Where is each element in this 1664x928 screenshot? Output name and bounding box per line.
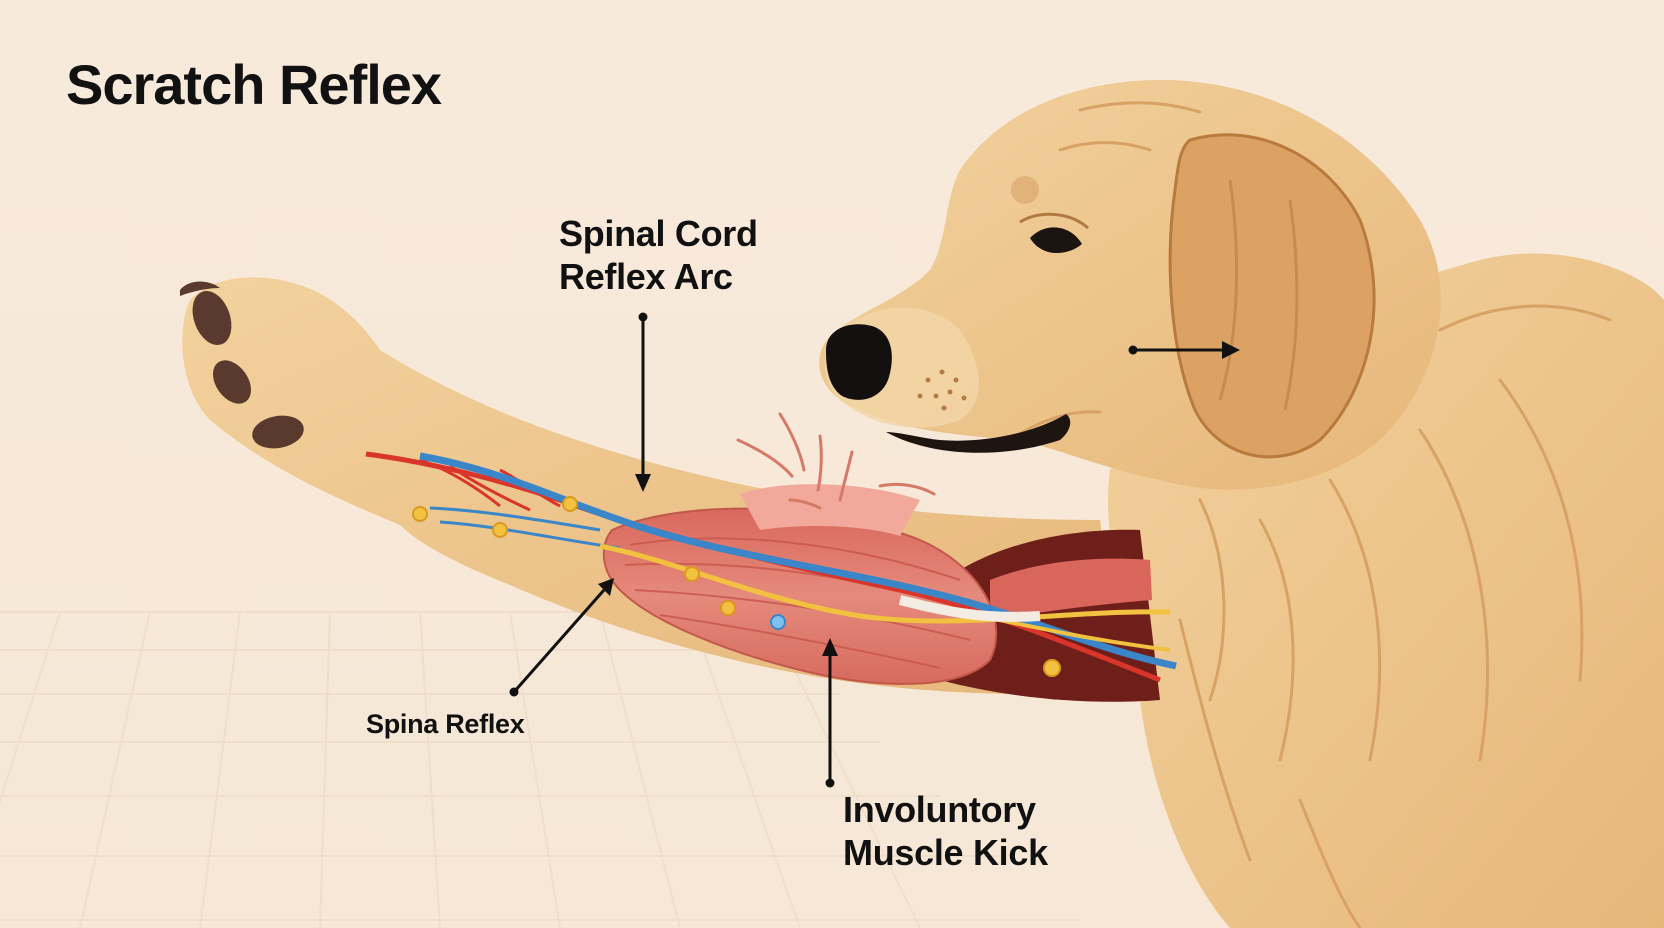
eyebrow <box>1019 212 1089 230</box>
label-line: Muscle Kick <box>843 832 1048 873</box>
pointer-reflex-arc <box>635 312 651 492</box>
nerve-nodes <box>412 496 1061 677</box>
ear-fur-line <box>1283 199 1299 411</box>
floor-grid <box>0 611 1080 928</box>
muscle-tendon <box>740 484 920 536</box>
tendon-white <box>898 595 1041 622</box>
label-line: Involuntory <box>843 789 1036 830</box>
dog-mouth <box>886 414 1071 453</box>
label-line: Reflex Arc <box>559 256 733 297</box>
paw-pads <box>180 281 304 449</box>
body-fur-strokes <box>1178 304 1612 928</box>
label-line: Spinal Cord <box>559 213 758 254</box>
whisker-dots <box>917 369 967 411</box>
label-spina-reflex: Spina Reflex <box>366 709 525 739</box>
pointer-spina-reflex <box>509 578 614 697</box>
ear-fur-line <box>1218 179 1239 401</box>
dog-ear <box>1168 133 1376 459</box>
label-involuntary-muscle-kick: Involuntory Muscle Kick <box>843 788 1048 874</box>
brow-spot <box>1011 176 1039 204</box>
dog-nose <box>826 324 892 400</box>
nerve-branches-blue <box>429 506 621 550</box>
pointer-ear <box>1128 341 1240 359</box>
deep-muscle <box>990 558 1152 620</box>
diagram-title: Scratch Reflex <box>66 53 442 116</box>
dog-eye <box>1030 227 1082 254</box>
nerve-yellow <box>599 543 1171 624</box>
pointer-muscle-kick <box>822 638 838 788</box>
twitch-motion-lines <box>736 412 936 510</box>
label-spinal-cord-reflex-arc: Spinal Cord Reflex Arc <box>559 212 758 298</box>
